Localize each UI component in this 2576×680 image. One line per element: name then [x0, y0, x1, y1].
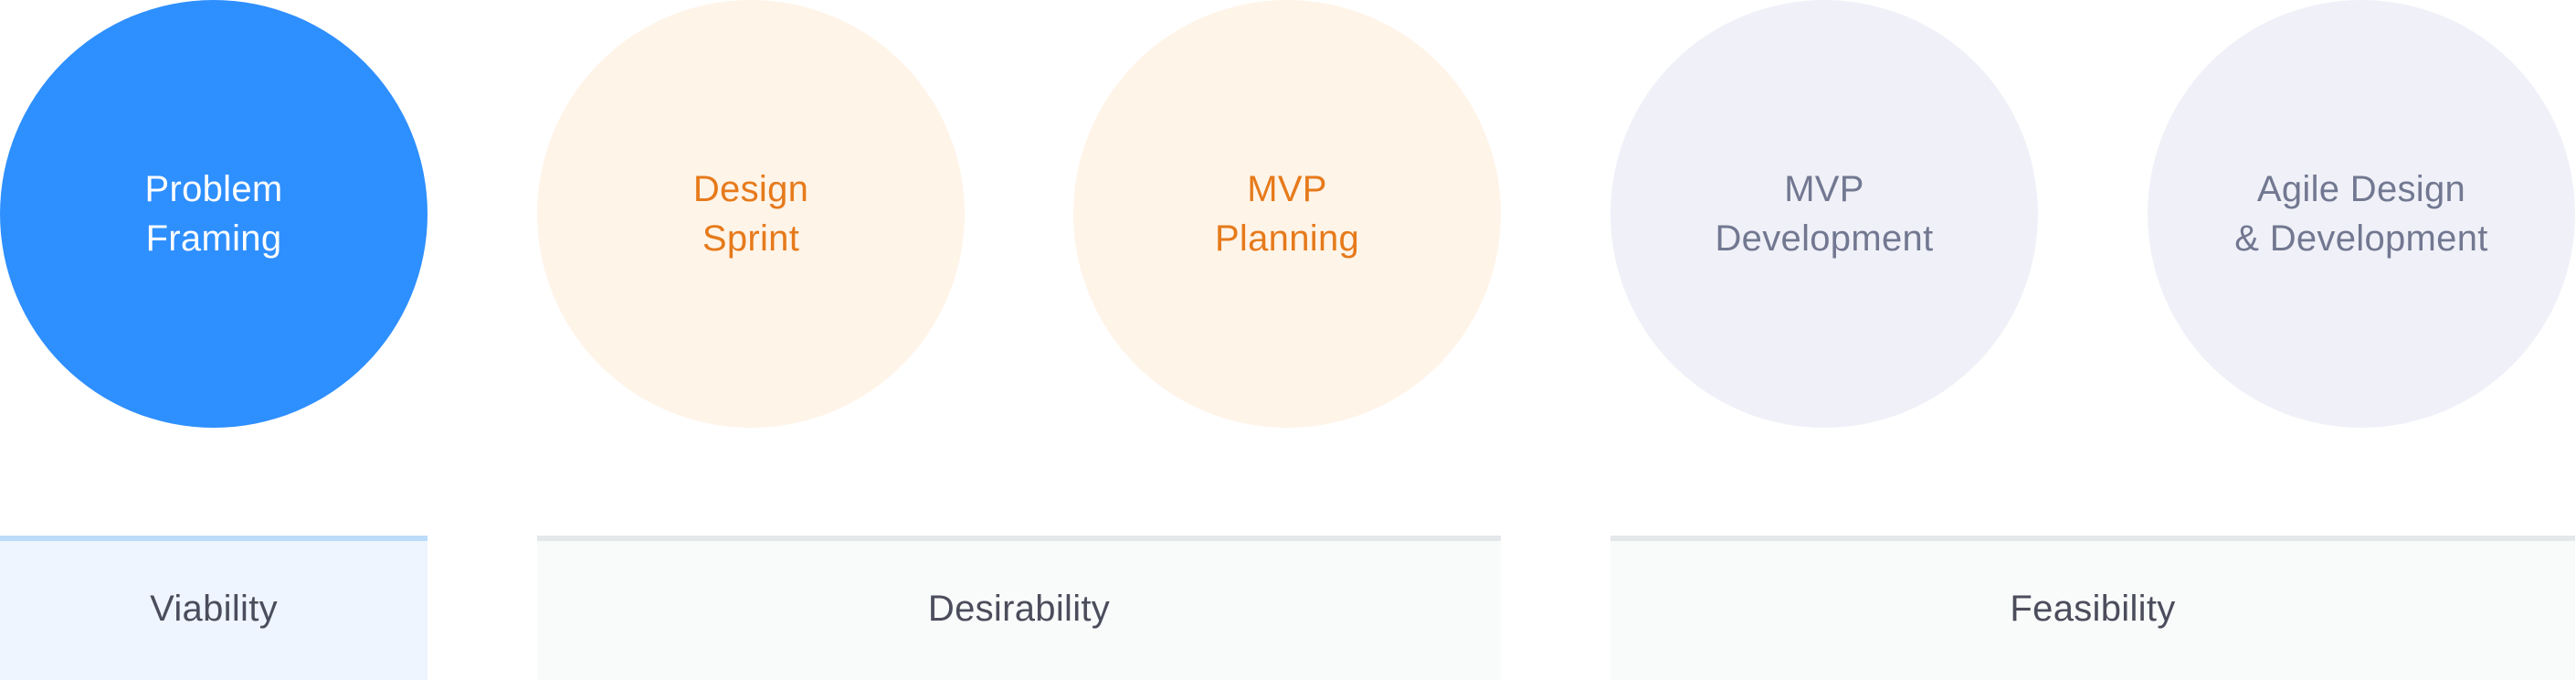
step-label: Problem Framing — [144, 169, 283, 259]
phase-label: Desirability — [927, 588, 1111, 629]
phase-feasibility: Feasibility — [1610, 536, 2575, 680]
step-agile-design-development[interactable]: Agile Design & Development — [2148, 0, 2575, 428]
step-label: MVP Planning — [1214, 169, 1360, 259]
step-design-sprint[interactable]: Design Sprint — [537, 0, 965, 428]
step-label: Design Sprint — [692, 169, 809, 259]
phase-label: Viability — [150, 588, 278, 629]
step-problem-framing[interactable]: Problem Framing — [0, 0, 428, 428]
phase-viability: Viability — [0, 536, 428, 680]
step-label: Agile Design & Development — [2234, 169, 2488, 259]
phase-label: Feasibility — [2010, 588, 2176, 629]
step-mvp-planning[interactable]: MVP Planning — [1073, 0, 1501, 428]
step-label: MVP Development — [1715, 169, 1934, 259]
step-mvp-development[interactable]: MVP Development — [1610, 0, 2038, 428]
phase-desirability: Desirability — [537, 536, 1501, 680]
